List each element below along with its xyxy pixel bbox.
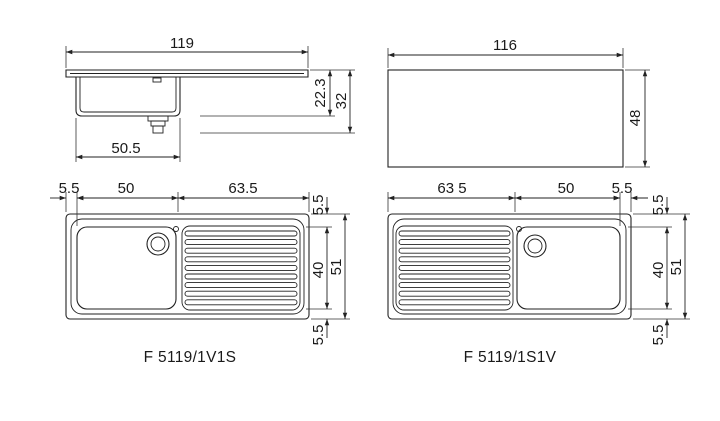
- drainer-groove: [398, 282, 511, 289]
- plan-right: 63 5 50 5.5 5.5 40 51 5.5 F 5119/1S1V: [387, 180, 690, 366]
- bowl-width-label: 50: [558, 180, 575, 197]
- tap-hole: [516, 226, 522, 232]
- overflow-tab: [152, 77, 162, 83]
- drainer-groove: [184, 299, 298, 306]
- drainer-frame: [181, 225, 301, 311]
- drainer-width-label: 63 5: [437, 180, 466, 197]
- drainer-groove: [184, 290, 298, 297]
- drainer-groove: [184, 264, 298, 271]
- drainer-groove: [184, 273, 298, 280]
- side-bowl-inner: [79, 77, 177, 113]
- model-code: F 5119/1S1V: [464, 349, 557, 366]
- drainer-frame: [395, 225, 514, 311]
- bowl-width-label: 50: [118, 180, 135, 197]
- bowl-depth-label: 22.3: [312, 78, 329, 107]
- bowl: [516, 226, 621, 310]
- plan-left: 5.5 50 63.5 5.5 40 51 5.5 F 5119/1V1S: [50, 180, 350, 366]
- model-code: F 5119/1V1S: [144, 349, 237, 366]
- drainer: [395, 225, 514, 311]
- drainer-width-label: 63.5: [228, 180, 257, 197]
- sink-inner-edge: [70, 218, 305, 315]
- sink-outline: [387, 213, 632, 320]
- left-margin-label: 5.5: [59, 180, 80, 197]
- cabinet-width-label: 116: [493, 37, 517, 54]
- sink-outline: [65, 213, 310, 320]
- drainer-groove: [398, 299, 511, 306]
- waste-fitting: [147, 115, 169, 134]
- bottom-margin-label: 5.5: [310, 325, 327, 346]
- waste-outer: [146, 232, 170, 256]
- drainer-groove: [184, 282, 298, 289]
- tap-hole: [173, 226, 179, 232]
- overall-depth-label: 51: [328, 259, 345, 276]
- side-view: 119 50.5 22.3 32: [65, 35, 355, 162]
- drainer: [181, 225, 301, 311]
- bowl-depth-label: 40: [650, 262, 667, 279]
- side-width-label: 119: [170, 35, 194, 52]
- drainer-groove: [398, 273, 511, 280]
- bowl-depth-label: 40: [310, 262, 327, 279]
- total-depth-label: 32: [333, 93, 350, 110]
- drainer-groove: [398, 239, 511, 246]
- top-margin-label: 5.5: [650, 195, 667, 216]
- drainer-groove: [184, 230, 298, 237]
- waste-inner: [150, 236, 166, 252]
- cabinet-height-label: 48: [627, 110, 644, 127]
- waste-outer: [523, 234, 547, 258]
- drainer-groove: [398, 290, 511, 297]
- waste-inner: [527, 238, 543, 254]
- bowl: [76, 226, 177, 310]
- drainer-groove: [398, 230, 511, 237]
- drainer-groove: [184, 256, 298, 263]
- drainer-groove: [184, 239, 298, 246]
- cabinet-view: 116 48: [387, 37, 650, 168]
- drainer-groove: [398, 256, 511, 263]
- drainer-groove: [184, 247, 298, 254]
- top-margin-label: 5.5: [310, 195, 327, 216]
- cabinet-rect: [387, 69, 624, 168]
- bottom-margin-label: 5.5: [650, 325, 667, 346]
- right-margin-label: 5.5: [612, 180, 633, 197]
- side-rim: [65, 69, 309, 78]
- bowl-width-label: 50.5: [111, 140, 140, 157]
- overall-depth-label: 51: [668, 259, 685, 276]
- side-bowl: [75, 77, 181, 117]
- drainer-groove: [398, 264, 511, 271]
- sink-inner-edge: [392, 218, 627, 315]
- drainer-groove: [398, 247, 511, 254]
